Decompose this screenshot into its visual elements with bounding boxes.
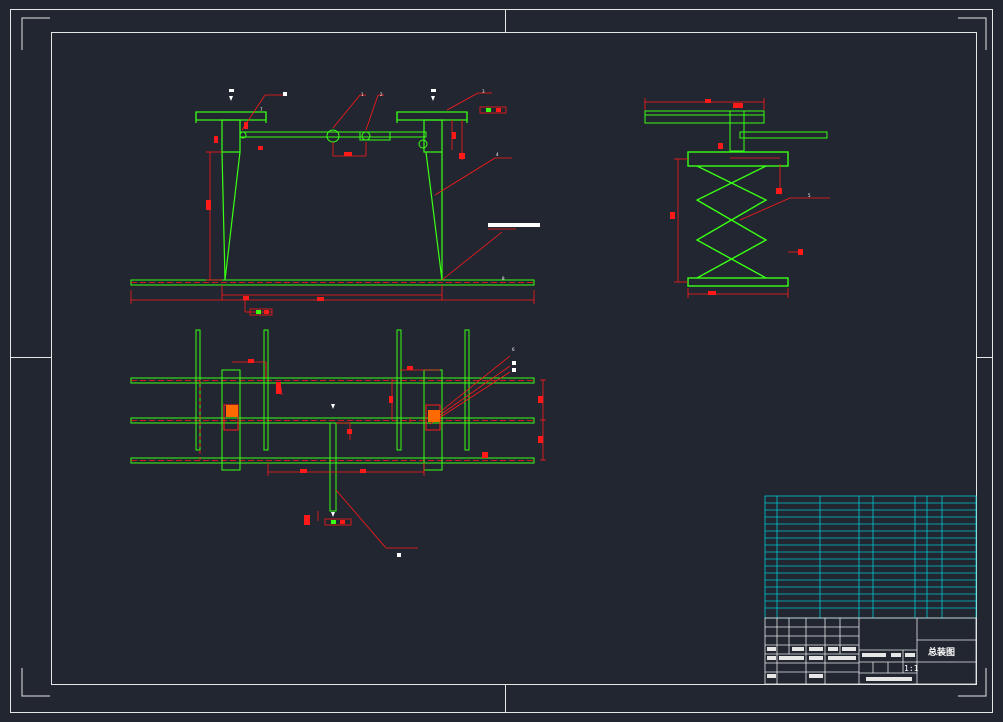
- part-number-label: 3: [482, 89, 485, 94]
- sheet-border: [10, 9, 993, 713]
- side-view: [644, 98, 830, 298]
- plan-view-dim-text: [226, 359, 543, 525]
- plan-view-dimensions: [199, 355, 546, 549]
- part-number-label: 6: [512, 347, 515, 352]
- plan-rail-centerlines: [131, 380, 534, 461]
- side-top-platform: [644, 110, 828, 152]
- plan-view-callouts: [324, 361, 516, 557]
- trim-mark-br: [958, 668, 987, 697]
- trim-mark-tr: [958, 17, 987, 50]
- front-view-dim-text: [206, 122, 465, 301]
- front-view: [130, 89, 540, 316]
- plan-left-carriage: [195, 329, 269, 471]
- part-number-label: 1: [361, 92, 364, 97]
- front-view-callouts: [249, 92, 540, 316]
- title-block-fills: [767, 647, 915, 681]
- drawing-title: 总装图: [928, 646, 955, 658]
- front-view-dimensions: [130, 92, 535, 313]
- trim-mark-bl: [21, 668, 50, 697]
- title-block: [764, 617, 977, 685]
- top-beam: [239, 129, 428, 149]
- left-tower: [195, 111, 267, 281]
- scissor-lift: [687, 151, 789, 287]
- plan-view: [130, 329, 546, 557]
- part-number-label: 4: [496, 152, 499, 157]
- section-markers: [229, 89, 436, 101]
- trim-mark-tl: [21, 17, 50, 50]
- part-number-label: 7: [260, 107, 263, 112]
- outer-frame: [10, 9, 993, 713]
- part-number-label: 2: [380, 92, 383, 97]
- side-view-dimensions: [644, 98, 830, 298]
- inner-frame: [51, 32, 977, 685]
- part-number-label: 5: [808, 193, 811, 198]
- right-tower: [396, 111, 468, 281]
- parts-list-table: [764, 495, 977, 619]
- drawing-scale: 1:1: [904, 664, 919, 673]
- plan-center-arm: [329, 422, 337, 512]
- side-view-dim-text: [670, 99, 803, 295]
- part-number-label: 8: [502, 276, 505, 281]
- plan-right-carriage: [396, 329, 470, 471]
